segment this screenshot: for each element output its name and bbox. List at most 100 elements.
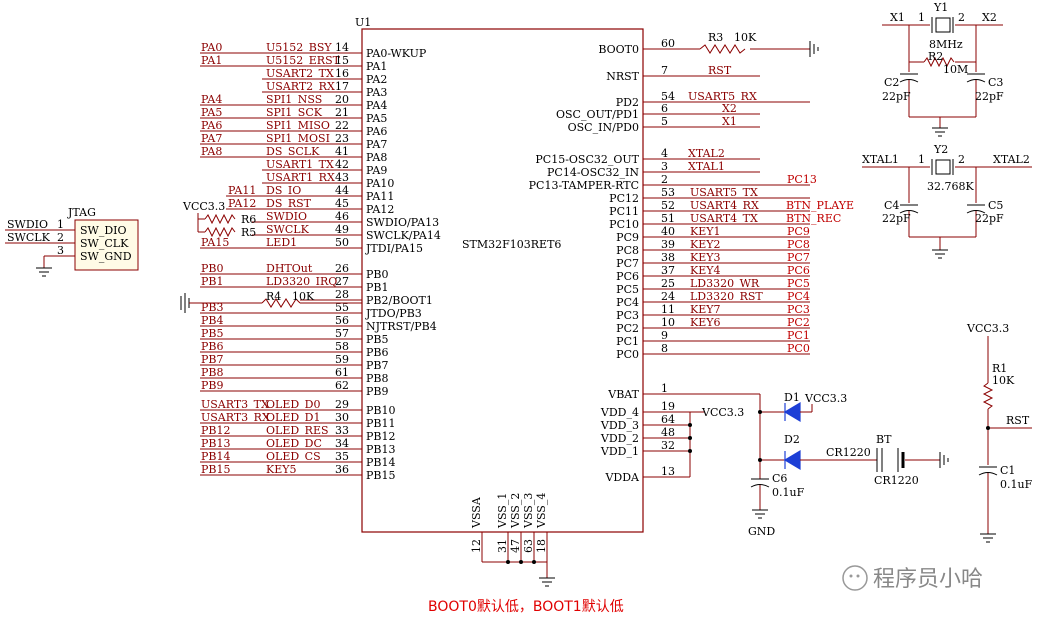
left-pin-name: PA12 (366, 203, 394, 216)
power-pin-number: 32 (661, 439, 675, 452)
bottom-pin-name: VSS_4 (535, 493, 548, 529)
right-pc-number: 9 (661, 329, 668, 342)
left-pin-name: NJTRST/PB4 (366, 320, 437, 333)
left-pin-number: 21 (335, 106, 349, 119)
right-pin-number: 2 (661, 173, 668, 186)
left-pin-net: PB1 (201, 275, 223, 288)
left-pin-net: PA15 (201, 236, 229, 249)
right-pc-number: 24 (661, 290, 675, 303)
power-pin-number: 1 (661, 382, 668, 395)
right-pc-name: PC10 (609, 218, 639, 231)
right-pc-name: PC2 (616, 322, 639, 335)
right-pc-net: PC4 (787, 290, 810, 303)
power-pin-name: VBAT (607, 388, 639, 401)
junction-dot (519, 560, 523, 564)
swd-vcc-label: VCC3.3 (182, 200, 225, 213)
left-pin-name: SWDIO/PA13 (366, 216, 439, 229)
left-pin-number: 23 (335, 132, 349, 145)
right-pc-name: PC8 (616, 244, 639, 257)
left-pin-net: PB0 (201, 262, 223, 275)
r2-value: 10M (943, 63, 968, 76)
battery-net-label: CR1220 (826, 446, 871, 459)
vdd-vcc-label: VCC3.3 (701, 406, 744, 419)
left-pin-net: PA8 (201, 145, 222, 158)
left-pin-net: PA6 (201, 119, 222, 132)
bottom-pin-number: 63 (522, 539, 535, 553)
left-pin-name: PA11 (366, 190, 394, 203)
left-pin-number: 42 (335, 158, 349, 171)
hse-x1-label: X1 (890, 11, 905, 24)
right-pin-name: PD2 (616, 96, 639, 109)
left-pin-name: PA0-WKUP (366, 47, 427, 60)
left-pin-number: 62 (335, 379, 349, 392)
lse-crystal-circuit: XTAL1 XTAL2 Y2 1 2 32.768K C4 22pF C5 22… (862, 143, 1032, 259)
right-pc-signal: KEY6 (690, 316, 721, 329)
left-pin-signal: SWCLK (266, 223, 310, 236)
watermark: 程序员小哈 (842, 565, 983, 592)
right-pc-net: BTN_REC (786, 212, 841, 225)
left-pin-number: 26 (335, 262, 349, 275)
r2-label: R2 (928, 50, 943, 63)
y1-pin1: 1 (918, 11, 925, 24)
right-pc-net: PC3 (787, 303, 810, 316)
power-pin-name: VDD_4 (600, 406, 639, 419)
bottom-pin-number: 12 (470, 539, 483, 553)
right-pc-name: PC9 (616, 231, 639, 244)
y1-label: Y1 (933, 1, 948, 14)
right-pc-number: 8 (661, 342, 668, 355)
c4-value: 22pF (882, 212, 911, 225)
left-pin-signal: SPI1_SCK (266, 106, 323, 119)
left-pin-name: PB7 (366, 359, 388, 372)
left-pin-signal: OLED_D0 (266, 398, 321, 411)
left-pin-name: PB6 (366, 346, 388, 359)
jtag-pin-3: 3 (57, 244, 64, 257)
right-pc-number: 53 (661, 186, 675, 199)
left-pin-number: 17 (335, 80, 349, 93)
right-pc-name: PC4 (616, 296, 639, 309)
right-pc-number: 39 (661, 238, 675, 251)
left-pin-name: PA10 (366, 177, 394, 190)
left-pin-name: PA2 (366, 73, 387, 86)
y2-pin2: 2 (958, 153, 965, 166)
left-pin-name: PB5 (366, 333, 388, 346)
r5-label: R5 (241, 226, 256, 239)
left-pin-name: PA5 (366, 112, 387, 125)
left-pin-signal: DS_SCLK (266, 145, 320, 158)
pc13-net-label: PC13 (787, 173, 817, 186)
left-pin-net: PA11 (228, 184, 256, 197)
left-pin-net: PB5 (201, 327, 223, 340)
power-pin-number: 13 (661, 465, 675, 478)
left-pin-signal: DS_RST (266, 197, 312, 210)
r3-value: 10K (734, 31, 757, 44)
left-pin-name: PB11 (366, 417, 395, 430)
c3-label: C3 (988, 76, 1003, 89)
left-pin-name: PB1 (366, 281, 388, 294)
right-pin-signal: RST (708, 64, 732, 77)
left-pin-signal: SWDIO (266, 210, 307, 223)
left-pin-net: PB7 (201, 353, 223, 366)
y1-frequency: 8MHz (929, 38, 963, 51)
c2-value: 22pF (882, 90, 911, 103)
left-pin-net: PB12 (201, 424, 230, 437)
power-pin-name: VDDA (604, 471, 640, 484)
left-pin-name: PB2/BOOT1 (366, 294, 433, 307)
left-pin-signal: USART2_TX (266, 67, 334, 80)
right-pc-signal: LD3320_RST (690, 290, 763, 303)
left-pin-number: 58 (335, 340, 349, 353)
right-pc-number: 37 (661, 264, 675, 277)
c6-label: C6 (772, 472, 787, 485)
right-pc-net: PC1 (787, 329, 810, 342)
right-pin-number: 60 (661, 37, 675, 50)
left-pin-name: PB13 (366, 443, 395, 456)
left-pin-net: PB4 (201, 314, 223, 327)
power-pin-number: 48 (661, 426, 675, 439)
left-pin-signal: OLED_RES (266, 424, 329, 437)
right-pin-signal: X1 (722, 115, 737, 128)
left-pin-name: PB0 (366, 268, 388, 281)
bt-value: CR1220 (874, 474, 919, 487)
right-pc-number: 11 (661, 303, 675, 316)
